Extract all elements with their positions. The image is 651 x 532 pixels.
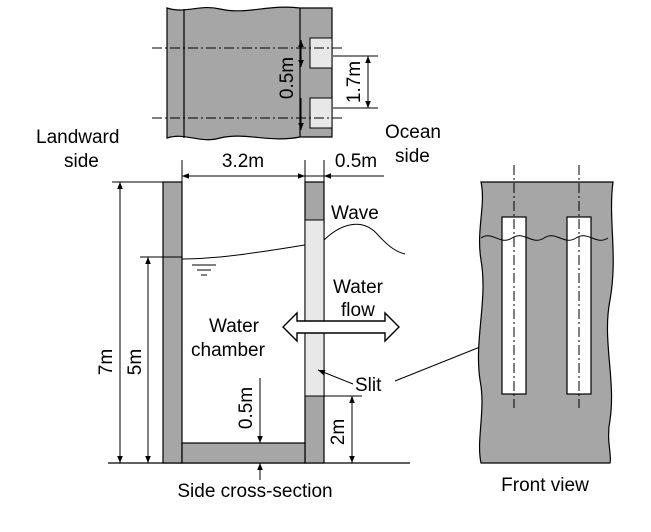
- water-flow-label-line2: flow: [341, 300, 375, 321]
- plan-slit-upper: [309, 37, 333, 69]
- landward-wall: [162, 181, 183, 464]
- water-flow-label-line1: Water: [333, 277, 384, 298]
- dim-top-slit-gap: 0.5m: [277, 57, 298, 99]
- ocean-label-line1: Ocean: [385, 122, 441, 143]
- dim-floor-thickness: 0.5m: [236, 387, 257, 429]
- chamber-floor: [181, 442, 306, 464]
- wave-label: Wave: [331, 203, 379, 224]
- water-chamber-label-line2: chamber: [191, 340, 266, 361]
- landward-label-line2: side: [64, 151, 99, 172]
- plan-view: 0.5m 1.7m: [152, 6, 378, 141]
- side-section: Wave Water flow Water chamber Slit 3.2m …: [96, 151, 501, 480]
- front-wall-body: [477, 181, 614, 464]
- side-section-caption: Side cross-section: [177, 481, 332, 502]
- water-flow-arrow: [282, 311, 400, 343]
- dim-chamber-width: 3.2m: [222, 151, 264, 172]
- front-view: [477, 165, 614, 464]
- dim-top-slit-span: 1.7m: [344, 61, 365, 103]
- plan-wall-body: [166, 6, 333, 141]
- dim-water-depth: 5m: [125, 349, 146, 375]
- front-wave-line: [480, 235, 609, 241]
- ocean-label-line2: side: [395, 146, 430, 167]
- water-chamber-label-line1: Water: [209, 316, 260, 337]
- landward-label-line1: Landward: [36, 127, 119, 148]
- section-slit: [304, 219, 325, 397]
- slit-label: Slit: [355, 375, 382, 396]
- plan-slit-lower: [309, 97, 333, 129]
- chamber-water-surface: [181, 244, 306, 260]
- outer-wave-curve: [323, 223, 406, 255]
- dim-slit-bottom-height: 2m: [328, 419, 349, 445]
- dim-wall-thickness: 0.5m: [335, 151, 377, 172]
- dim-total-height: 7m: [96, 349, 117, 375]
- front-view-caption: Front view: [501, 475, 589, 496]
